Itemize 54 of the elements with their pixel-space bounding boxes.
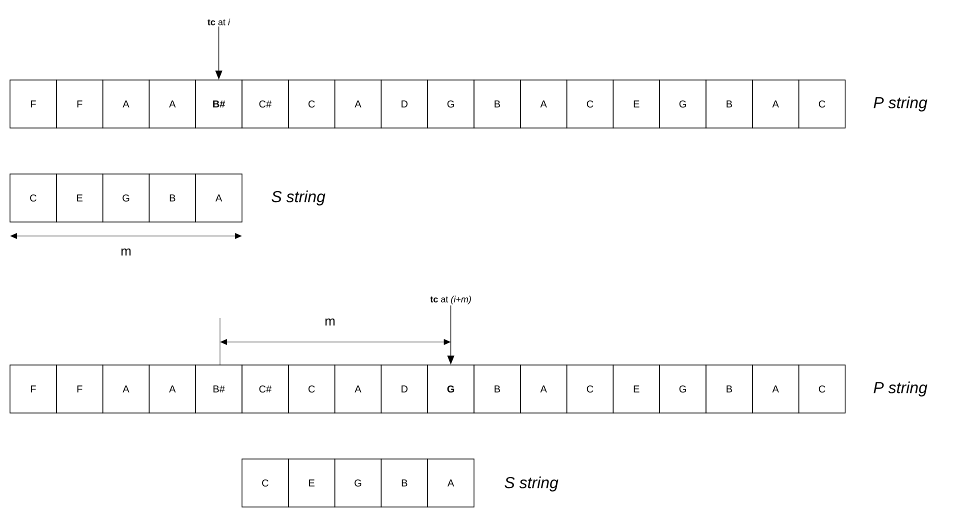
letter-cell: A <box>520 364 568 414</box>
letter-cell: E <box>612 364 660 414</box>
pointer-label: tc at i <box>208 18 230 26</box>
letter-cell: A <box>334 364 382 414</box>
letter-cell: A <box>752 364 800 414</box>
letter-cell: B <box>474 364 521 414</box>
letter-cell: C <box>288 80 336 128</box>
dimension-label: m <box>325 318 335 326</box>
letter-cell: A <box>752 80 800 128</box>
string-label: S string <box>504 476 558 492</box>
letter-cell: B <box>706 80 753 128</box>
string-label: P string <box>874 96 928 112</box>
letter-cell: B <box>706 364 753 414</box>
letter-cell: F <box>56 364 104 414</box>
letter-cell: G <box>427 80 474 128</box>
letter-cell: C <box>798 364 846 414</box>
letter-cell: A <box>102 80 150 128</box>
string-label: S string <box>272 190 326 206</box>
letter-cell: C <box>798 80 846 128</box>
letter-cell: C# <box>242 364 289 414</box>
letter-cell: A <box>148 364 196 414</box>
letter-cell: C <box>10 174 57 222</box>
letter-cell: B# <box>195 80 242 128</box>
letter-cell: A <box>427 458 474 508</box>
letter-cell: G <box>659 80 706 128</box>
letter-cell: C <box>566 80 614 128</box>
letter-cell: B <box>148 174 196 222</box>
letter-cell: E <box>612 80 660 128</box>
letter-cell: C <box>566 364 614 414</box>
letter-cell: C <box>288 364 336 414</box>
letter-cell: G <box>427 364 474 414</box>
letter-cell: G <box>659 364 706 414</box>
letter-cell: B <box>474 80 521 128</box>
letter-cell: A <box>520 80 568 128</box>
letter-cell: E <box>288 458 336 508</box>
letter-cell: A <box>148 80 196 128</box>
letter-cell: G <box>334 458 382 508</box>
pointer-label: tc at (i+m) <box>430 296 471 304</box>
letter-cell: G <box>102 174 150 222</box>
letter-cell: E <box>56 174 104 222</box>
letter-cell: D <box>380 364 428 414</box>
letter-cell: F <box>10 364 57 414</box>
letter-cell: F <box>10 80 57 128</box>
letter-cell: A <box>102 364 150 414</box>
letter-cell: B <box>380 458 428 508</box>
letter-cell: A <box>334 80 382 128</box>
letter-cell: D <box>380 80 428 128</box>
letter-cell: F <box>56 80 104 128</box>
letter-cell: C <box>242 458 289 508</box>
letter-cell: B# <box>195 364 242 414</box>
letter-cell: A <box>195 174 242 222</box>
letter-cell: C# <box>242 80 289 128</box>
string-label: P string <box>874 382 928 396</box>
dimension-label: m <box>121 248 131 256</box>
